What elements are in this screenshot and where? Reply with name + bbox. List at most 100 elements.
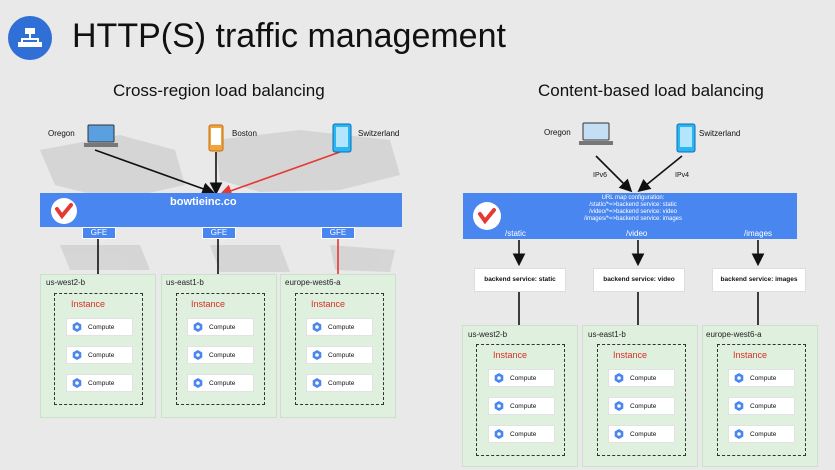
compute-row: Compute — [306, 318, 373, 336]
left-device-label-oregon: Oregon — [48, 129, 75, 138]
bowtie-logo-icon — [50, 197, 78, 230]
compute-engine-icon — [312, 378, 322, 388]
path-label-static: /static — [505, 229, 526, 238]
path-label-images: /images — [744, 229, 773, 238]
compute-row: Compute — [728, 369, 795, 387]
url-map-rule: /static/*=>backend service: static — [589, 202, 677, 208]
compute-engine-icon — [494, 429, 504, 439]
compute-engine-icon — [734, 373, 744, 383]
compute-engine-icon — [494, 373, 504, 383]
compute-engine-icon — [312, 322, 322, 332]
compute-row: Compute — [488, 397, 555, 415]
url-map-rule: /images/*=>backend service: images — [583, 216, 683, 222]
compute-engine-icon — [614, 429, 624, 439]
compute-label: Compute — [510, 402, 537, 410]
compute-engine-icon — [734, 429, 744, 439]
compute-label: Compute — [750, 430, 777, 438]
compute-row: Compute — [728, 397, 795, 415]
compute-row: Compute — [66, 374, 133, 392]
tablet-icon — [332, 123, 352, 158]
region-label: europe-west6-a — [285, 278, 341, 287]
instance-label: Instance — [311, 299, 346, 309]
compute-label: Compute — [209, 351, 236, 359]
compute-engine-icon — [193, 350, 203, 360]
region-label: us-east1-b — [588, 330, 626, 339]
tablet-icon — [676, 123, 696, 158]
compute-label: Compute — [630, 402, 657, 410]
instance-label: Instance — [733, 350, 768, 360]
compute-label: Compute — [209, 379, 236, 387]
url-map-title: URL map configuration: — [601, 195, 665, 201]
domain-label: bowtieinc.co — [170, 196, 237, 208]
ipv4-label: IPv4 — [675, 172, 690, 179]
instance-label: Instance — [493, 350, 528, 360]
compute-engine-icon — [312, 350, 322, 360]
compute-engine-icon — [614, 373, 624, 383]
compute-label: Compute — [750, 402, 777, 410]
oregon-arrow — [94, 149, 216, 195]
compute-row: Compute — [608, 369, 675, 387]
backend-service-video: backend service: video — [593, 268, 685, 292]
right-subtitle: Content-based load balancing — [538, 81, 764, 100]
compute-engine-icon — [72, 350, 82, 360]
region-label: us-west2-b — [468, 330, 508, 339]
compute-row: Compute — [488, 425, 555, 443]
left-subtitle: Cross-region load balancing — [113, 81, 325, 100]
laptop-icon — [578, 121, 614, 156]
right-region-us-east1-b — [582, 325, 698, 467]
compute-label: Compute — [88, 351, 115, 359]
compute-engine-icon — [193, 378, 203, 388]
compute-row: Compute — [608, 425, 675, 443]
compute-label: Compute — [328, 323, 355, 331]
compute-row: Compute — [66, 346, 133, 364]
compute-row: Compute — [488, 369, 555, 387]
compute-row: Compute — [728, 425, 795, 443]
instance-group — [597, 344, 686, 456]
ipv6-label: IPv6 — [593, 172, 608, 179]
compute-engine-icon — [614, 401, 624, 411]
bowtie-logo-icon — [472, 201, 502, 236]
left-load-balancer-bar — [40, 193, 402, 227]
r-oregon-arrow — [595, 155, 633, 193]
instance-label: Instance — [191, 299, 226, 309]
backend-service-images: backend service: images — [712, 268, 806, 292]
gfe-label: GFE — [202, 227, 236, 239]
compute-label: Compute — [510, 374, 537, 382]
compute-label: Compute — [328, 379, 355, 387]
backend-service-static: backend service: static — [474, 268, 566, 292]
compute-engine-icon — [494, 401, 504, 411]
phone-icon — [208, 124, 224, 157]
compute-row: Compute — [187, 346, 254, 364]
right-load-balancer-bar — [463, 193, 797, 239]
compute-label: Compute — [630, 374, 657, 382]
compute-row: Compute — [608, 397, 675, 415]
left-device-label-switzerland: Switzerland — [358, 129, 400, 138]
compute-row: Compute — [306, 346, 373, 364]
compute-label: Compute — [630, 430, 657, 438]
instance-group — [476, 344, 565, 456]
instance-group — [54, 293, 143, 405]
instance-label: Instance — [71, 299, 106, 309]
compute-label: Compute — [88, 323, 115, 331]
compute-engine-icon — [193, 322, 203, 332]
right-device-label-oregon: Oregon — [544, 128, 571, 137]
switzerland-arrow — [218, 151, 341, 197]
path-label-video: /video — [626, 229, 648, 238]
compute-label: Compute — [209, 323, 236, 331]
compute-label: Compute — [328, 351, 355, 359]
load-balancing-icon — [8, 16, 52, 60]
compute-label: Compute — [88, 379, 115, 387]
right-region-us-west2-b — [462, 325, 578, 467]
region-label: us-west2-b — [46, 278, 86, 287]
url-map-config: URL map configuration: /static/*=>backen… — [568, 195, 698, 223]
laptop-icon — [83, 123, 119, 158]
right-region-europe-west6-a — [702, 325, 818, 467]
left-device-label-boston: Boston — [232, 129, 257, 138]
compute-row: Compute — [187, 318, 254, 336]
world-map — [40, 130, 400, 272]
instance-label: Instance — [613, 350, 648, 360]
gfe-label: GFE — [82, 227, 116, 239]
right-device-label-switzerland: Switzerland — [699, 129, 741, 138]
compute-engine-icon — [734, 401, 744, 411]
